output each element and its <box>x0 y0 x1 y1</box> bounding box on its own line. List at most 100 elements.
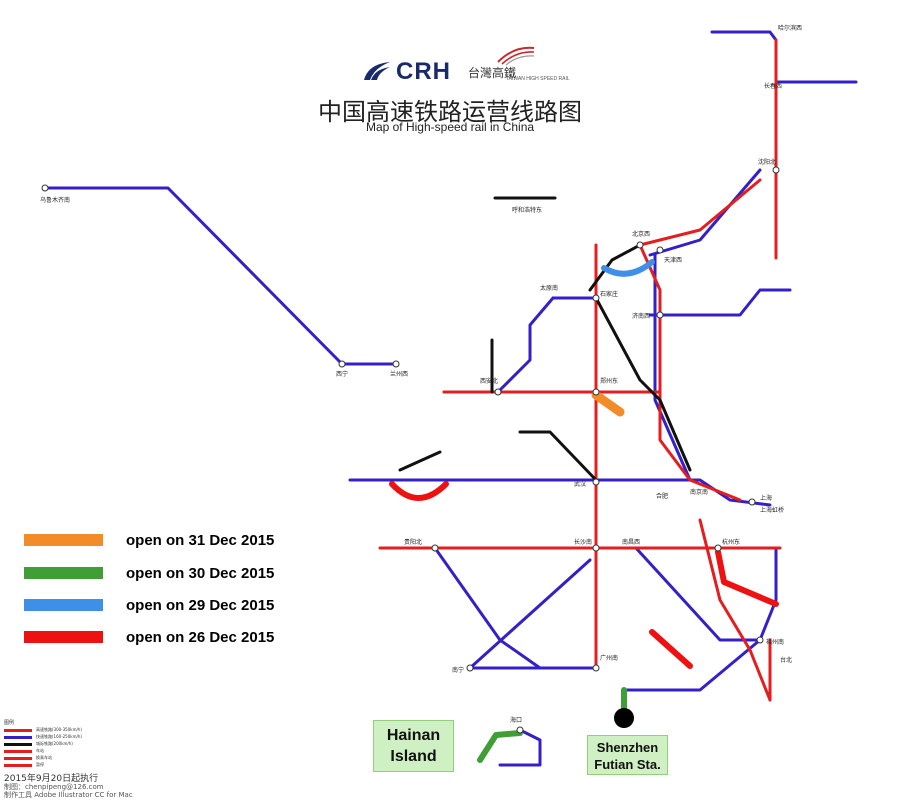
credit-line: 制作工具 Adobe Illustrator CC for Mac <box>4 791 133 799</box>
shenzhen-futian-marker <box>614 708 634 728</box>
thsr-logo-en: TAIWAN HIGH SPEED RAIL <box>506 76 570 82</box>
label-taiyuan: 太原南 <box>540 284 558 292</box>
line-taiyuan-xian <box>496 296 555 394</box>
line-xian-wuhan <box>518 430 598 482</box>
legend-label: open on 30 Dec 2015 <box>126 565 275 582</box>
label-hefei: 合肥 <box>656 492 668 500</box>
label-harbin: 哈尔滨西 <box>778 24 802 32</box>
effective-date: 2015年9月20日起执行 <box>4 774 99 784</box>
station-hangzhou <box>714 544 722 552</box>
label-hangzhou: 杭州东 <box>722 538 740 546</box>
station-nanning <box>466 664 474 672</box>
key-line-blue <box>4 736 32 739</box>
map-title-cn: 中国高速铁路运营线路图 <box>318 98 582 126</box>
line-beijing-shanghai <box>638 243 742 502</box>
legend-swatch-orange <box>24 534 103 546</box>
label-guangzhou: 广州南 <box>600 654 618 662</box>
label-nanchang: 南昌西 <box>622 538 640 546</box>
station-markers <box>41 166 780 734</box>
line-chengdu-wuhan-shanghai <box>348 478 772 507</box>
map-key-item: 高速铁路(300-350km/h) <box>4 727 82 733</box>
label-wuhan: 武汉 <box>574 480 586 488</box>
label-nanjing: 南京南 <box>690 488 708 496</box>
line-shijiazhuang-zhengzhou <box>594 296 692 472</box>
station-xining <box>338 360 346 368</box>
segment-26-dec-chengdu <box>389 481 449 501</box>
station-shijiazhuang <box>592 294 600 302</box>
red-lines <box>378 38 782 702</box>
station-tianjin <box>656 246 664 254</box>
new-openings <box>389 259 779 763</box>
line-hangzhou-fuzhou-coast <box>758 546 778 642</box>
station-changsha <box>592 544 600 552</box>
label-nanning: 南宁 <box>452 666 464 674</box>
key-line-suspended <box>4 764 32 767</box>
station-beijing <box>636 241 644 249</box>
key-line-black <box>4 743 32 746</box>
line-hainan-ring <box>498 728 542 767</box>
label-beijing: 北京西 <box>632 230 650 238</box>
thsr-swoosh-icon <box>497 46 535 66</box>
label-xian: 西安北 <box>480 377 498 385</box>
label-guiyang: 贵阳北 <box>404 538 422 546</box>
map-key-label: 换乘车站 <box>36 755 52 760</box>
line-fuzhou-shenzhen <box>623 638 762 692</box>
segment-26-dec-hangzhou <box>715 549 779 607</box>
label-shenyang: 沈阳北 <box>758 158 776 166</box>
label-xining: 西宁 <box>336 370 348 378</box>
legend-label: open on 29 Dec 2015 <box>126 597 275 614</box>
map-key-item: 城际铁路(200km/h) <box>4 741 74 747</box>
label-jinan: 济南西 <box>632 312 650 320</box>
crh-logo: CRH <box>362 58 462 86</box>
line-nanning-changsha <box>468 558 592 670</box>
map-key-label: 暂停 <box>36 762 44 767</box>
label-haikou: 海口 <box>510 716 522 724</box>
station-xian <box>494 388 502 396</box>
key-line-transfer <box>4 757 32 760</box>
thsr-logo: 台灣高鐵 TAIWAN HIGH SPEED RAIL <box>468 44 578 84</box>
line-nanchang-fuzhou <box>634 546 762 642</box>
map-key-item: 快速铁路(160-250km/h) <box>4 734 82 740</box>
key-line-station <box>4 750 32 753</box>
line-guiyang-guangzhou <box>398 546 597 670</box>
legend-label: open on 26 Dec 2015 <box>126 629 275 646</box>
line-beijing-tianjin-coast <box>653 253 692 482</box>
station-shenyang <box>772 166 780 174</box>
map-key-label: 车站 <box>36 748 44 753</box>
station-shanghai <box>748 498 756 506</box>
map-key-item: 暂停 <box>4 762 74 768</box>
map-key-item: 车站 <box>4 748 74 754</box>
map-key-title: 图例 <box>4 720 15 726</box>
blue-lines <box>43 30 858 767</box>
station-wuhan <box>592 478 600 486</box>
label-shanghai-hq: 上海虹桥 <box>760 506 784 514</box>
label-taipei: 台北 <box>780 656 792 664</box>
crh-swoosh-icon <box>364 62 390 80</box>
crh-logo-text: CRH <box>396 58 451 85</box>
station-zhengzhou <box>592 388 600 396</box>
segment-26-dec-fujian <box>649 629 693 669</box>
segment-29-dec <box>601 259 655 277</box>
station-haikou <box>516 726 524 734</box>
label-zhengzhou: 郑州东 <box>600 377 618 385</box>
black-lines <box>398 196 692 482</box>
legend-swatch-green <box>24 567 103 579</box>
map-key-label: 高速铁路(300-350km/h) <box>36 727 82 732</box>
line-jinan-qingdao <box>648 288 792 317</box>
label-changsha: 长沙南 <box>574 538 592 546</box>
line-hangzhou-fuzhou <box>698 518 772 702</box>
line-chengdu-spur <box>398 450 442 472</box>
station-guiyang <box>431 544 439 552</box>
map-key-item: 换乘车站 <box>4 755 74 761</box>
segment-31-dec <box>591 390 625 417</box>
key-line-red <box>4 729 32 732</box>
segment-30-dec-hainan <box>477 730 523 763</box>
line-beijing-taiyuan <box>588 243 642 292</box>
line-harbin-shenyang <box>710 30 858 84</box>
label-urumqi: 乌鲁木齐南 <box>40 196 70 204</box>
map-key-label: 快速铁路(160-250km/h) <box>36 734 82 739</box>
line-shenyang-beijing <box>648 168 762 257</box>
